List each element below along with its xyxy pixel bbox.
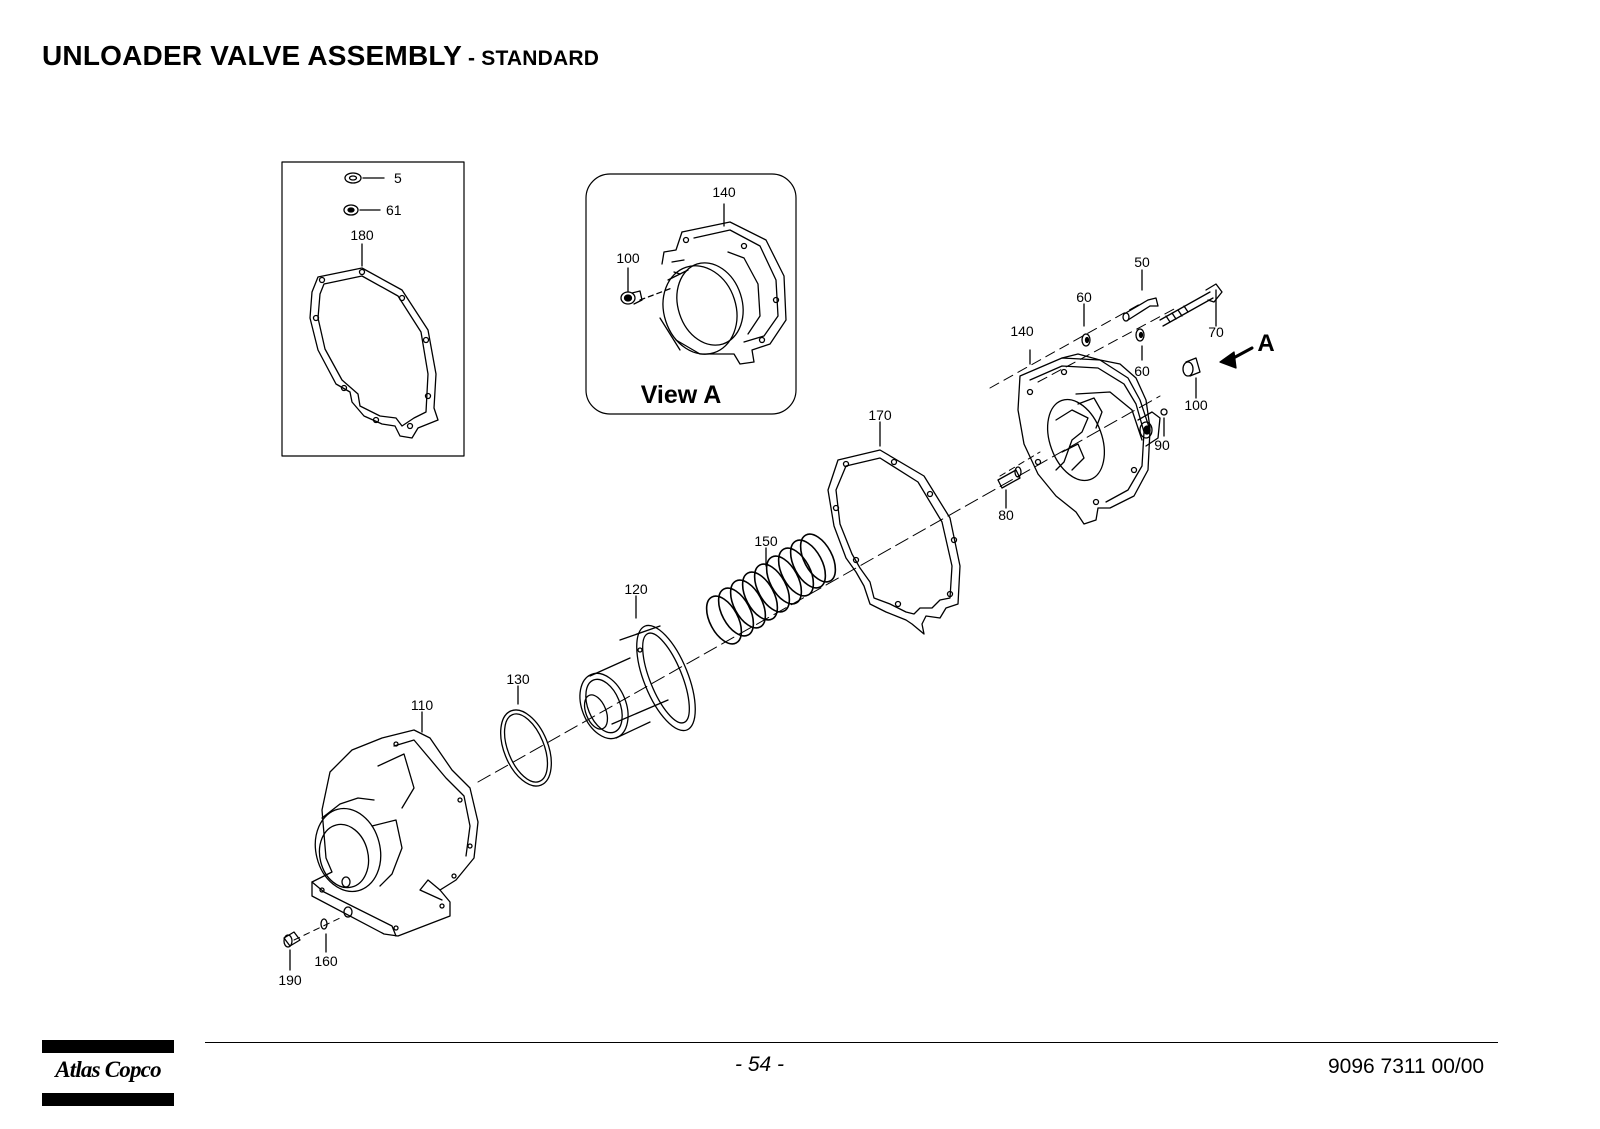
washer-60-b bbox=[1135, 328, 1145, 361]
ring-130 bbox=[500, 685, 552, 787]
label-190: 190 bbox=[278, 972, 302, 988]
label-60a: 60 bbox=[1076, 289, 1092, 305]
label-5: 5 bbox=[394, 170, 402, 186]
exploded-parts-diagram: 5 61 180 140 100 50 60 60 70 140 100 90 … bbox=[278, 161, 1275, 988]
title-sub: - STANDARD bbox=[461, 47, 600, 70]
label-view-140: 140 bbox=[712, 184, 736, 200]
bolt-50 bbox=[1122, 269, 1159, 322]
seal-washer-61 bbox=[343, 204, 381, 216]
label-140: 140 bbox=[1010, 323, 1034, 339]
page-number: - 54 - bbox=[735, 1053, 785, 1076]
label-130: 130 bbox=[506, 671, 530, 687]
plug-190 bbox=[283, 931, 301, 971]
label-50: 50 bbox=[1134, 254, 1150, 270]
label-160: 160 bbox=[314, 953, 338, 969]
page-title: UNLOADER VALVE ASSEMBLY - STANDARD bbox=[42, 40, 599, 72]
view-a-inset bbox=[585, 173, 797, 415]
view-arrow-label: A bbox=[1257, 330, 1274, 357]
label-61: 61 bbox=[386, 202, 402, 218]
bolt-70 bbox=[1159, 283, 1223, 327]
label-90: 90 bbox=[1154, 437, 1170, 453]
dowel-pin-80 bbox=[997, 466, 1022, 509]
oring-90 bbox=[1160, 408, 1168, 437]
label-60b: 60 bbox=[1134, 363, 1150, 379]
gasket-170 bbox=[827, 421, 961, 635]
housing-110 bbox=[311, 711, 479, 937]
logo-text: Atlas Copco bbox=[55, 1057, 161, 1082]
gasket-180 bbox=[309, 267, 439, 439]
service-kit-inset bbox=[281, 161, 465, 457]
washer-60-a bbox=[1081, 303, 1091, 347]
assembly-centerline bbox=[477, 395, 1161, 783]
label-170: 170 bbox=[868, 407, 892, 423]
plug-100-view bbox=[620, 290, 643, 305]
piston-120 bbox=[579, 595, 696, 740]
label-150: 150 bbox=[754, 533, 778, 549]
view-direction-arrow bbox=[1219, 346, 1254, 369]
washer-160 bbox=[320, 918, 328, 953]
atlas-copco-logo: Atlas Copco bbox=[42, 1040, 174, 1106]
spring-150 bbox=[705, 533, 837, 645]
footer-divider bbox=[205, 1042, 1498, 1043]
label-80: 80 bbox=[998, 507, 1014, 523]
label-180: 180 bbox=[350, 227, 374, 243]
label-110: 110 bbox=[411, 697, 434, 713]
seal-washer-5 bbox=[344, 172, 385, 184]
valve-housing-140-view bbox=[639, 221, 787, 365]
view-a-label: View A bbox=[641, 381, 722, 409]
label-100: 100 bbox=[1184, 397, 1208, 413]
label-70: 70 bbox=[1208, 324, 1224, 340]
document-number: 9096 7311 00/00 bbox=[1328, 1055, 1485, 1078]
plug-100 bbox=[1182, 357, 1201, 399]
valve-housing-140 bbox=[1017, 349, 1161, 525]
label-120: 120 bbox=[624, 581, 648, 597]
title-main: UNLOADER VALVE ASSEMBLY bbox=[42, 40, 462, 71]
label-view-100: 100 bbox=[616, 250, 640, 266]
